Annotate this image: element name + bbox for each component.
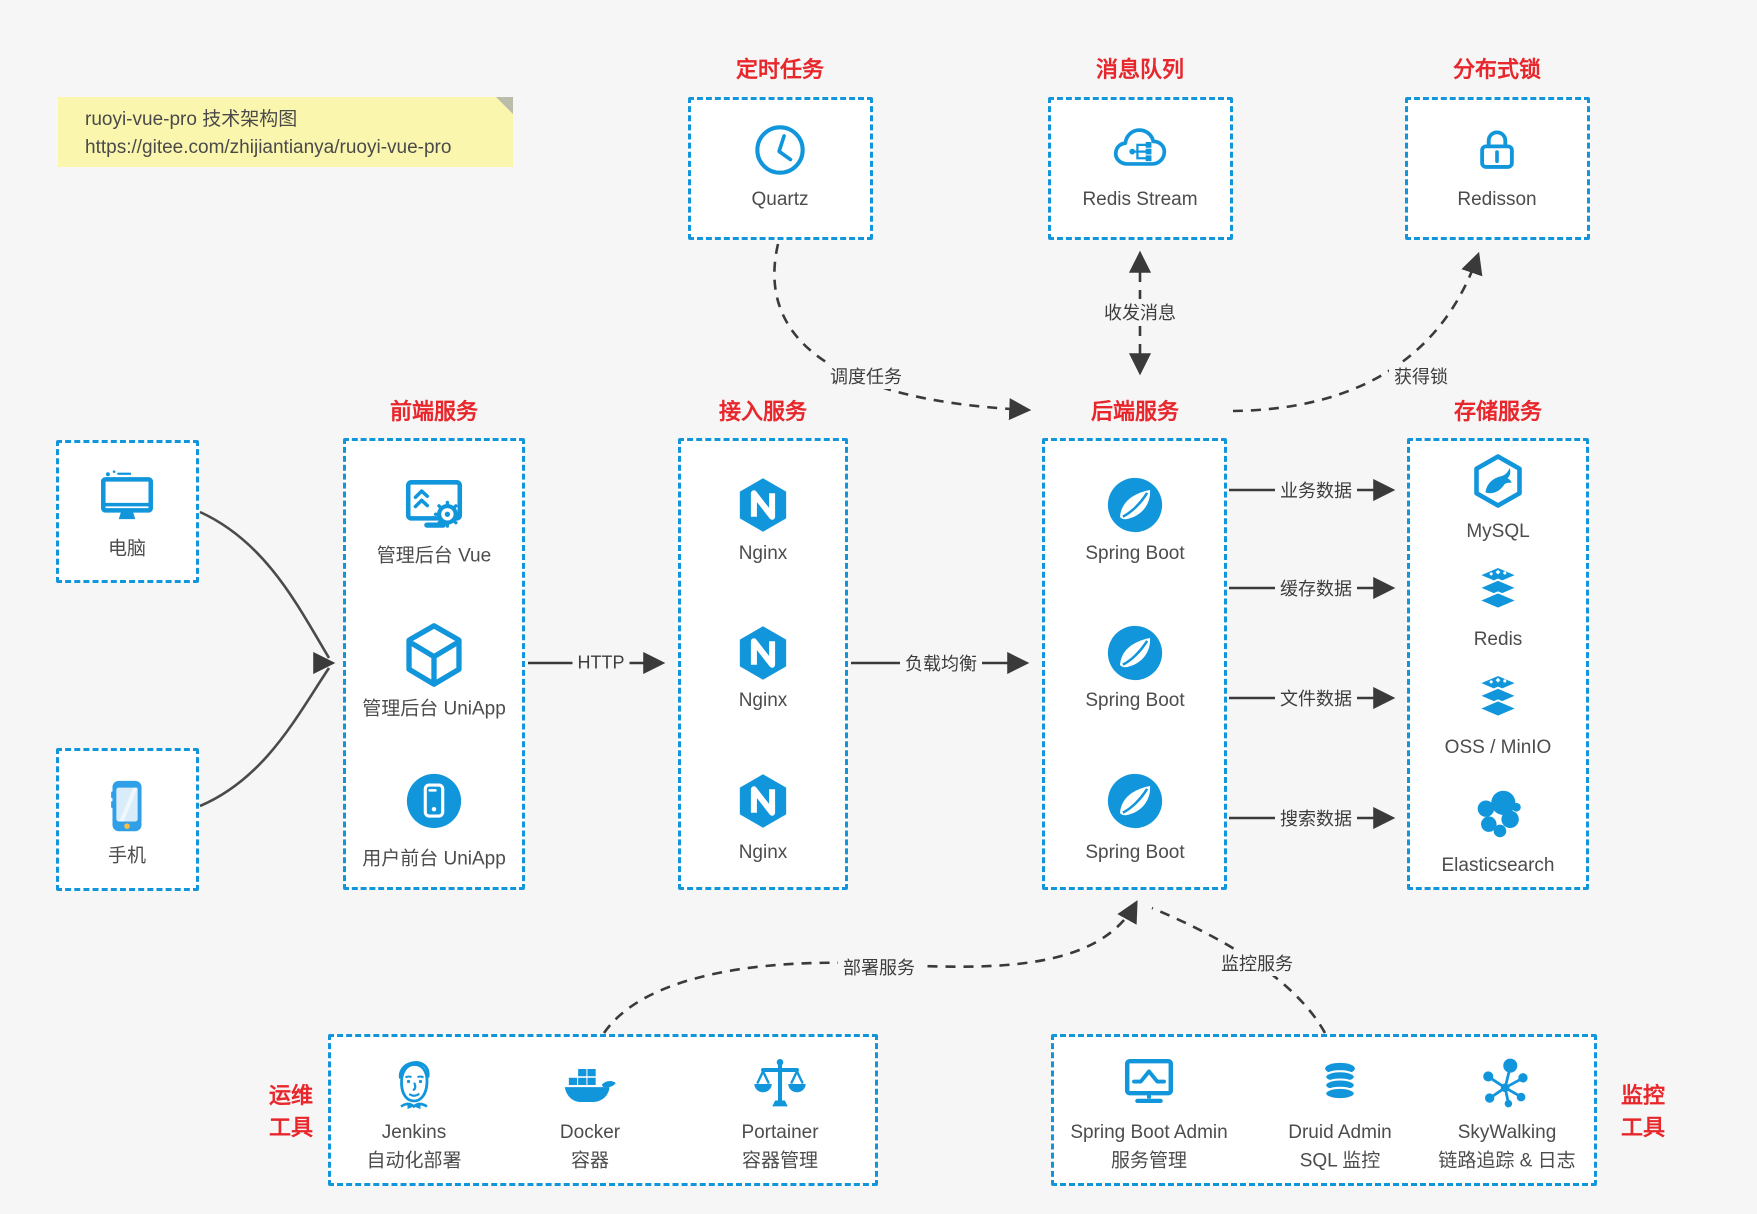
nginx-label: Nginx <box>738 543 788 564</box>
ops-title-line: 运维 <box>268 1083 314 1109</box>
elasticsearch-label: Elasticsearch <box>1441 855 1555 876</box>
monitor-title-line: 监控 <box>1620 1083 1666 1109</box>
docker-whale-icon <box>557 1052 623 1118</box>
edge-label-file-data: 文件数据 <box>1275 685 1357 711</box>
nginx-label: Nginx <box>738 842 788 863</box>
redis-stream-label: Redis Stream <box>1082 189 1198 210</box>
topology-icon <box>1477 1053 1537 1113</box>
spring-icon <box>1104 622 1166 684</box>
smartphone-icon <box>96 775 158 837</box>
title-frontend-services: 前端服务 <box>389 399 479 424</box>
title-storage-services: 存储服务 <box>1453 399 1543 424</box>
docker-desc: 容器 <box>570 1150 610 1172</box>
spring-icon <box>1104 770 1166 832</box>
edge-pc-to-frontend <box>199 510 331 659</box>
frontend-item-label: 管理后台 Vue <box>376 545 492 567</box>
title-backend-services: 后端服务 <box>1090 399 1180 424</box>
storage-box <box>1407 438 1589 890</box>
note-url: https://gitee.com/zhijiantianya/ruoyi-vu… <box>85 136 452 158</box>
mysql-icon <box>1466 451 1530 515</box>
spring-boot-label: Spring Boot <box>1085 690 1185 711</box>
phone-label: 手机 <box>107 845 147 867</box>
monitor-title-line: 工具 <box>1620 1115 1666 1140</box>
spring-icon <box>1104 474 1166 536</box>
uniapp-cube-icon <box>400 621 468 689</box>
pc-label: 电脑 <box>107 538 147 560</box>
quartz-box <box>688 97 873 240</box>
elasticsearch-icon <box>1467 783 1529 845</box>
spring-boot-label: Spring Boot <box>1085 842 1185 863</box>
edge-label-search-data: 搜索数据 <box>1275 805 1357 831</box>
jenkins-icon <box>382 1053 446 1117</box>
edge-acquire-lock <box>1232 251 1483 413</box>
desktop-icon <box>94 466 160 532</box>
nginx-icon <box>733 623 793 683</box>
database-icon <box>1312 1055 1368 1111</box>
quartz-label: Quartz <box>751 189 809 210</box>
ops-title-line: 工具 <box>268 1115 314 1140</box>
edge-label-http: HTTP <box>572 652 630 674</box>
mobile-app-icon <box>403 770 465 832</box>
title-distributed-lock: 分布式锁 <box>1452 57 1542 82</box>
skywalking-desc: 链路追踪 & 日志 <box>1438 1150 1576 1172</box>
edge-label-deploy-service: 部署服务 <box>838 954 920 980</box>
title-scheduled-tasks: 定时任务 <box>735 57 825 82</box>
redis-stream-box <box>1048 97 1233 240</box>
admin-vue-icon <box>401 472 467 538</box>
edge-phone-to-frontend <box>199 667 331 808</box>
nginx-icon <box>733 771 793 831</box>
mysql-label: MySQL <box>1466 521 1530 542</box>
edge-label-send-receive-message: 收发消息 <box>1099 299 1181 325</box>
note-fold-corner <box>496 97 513 114</box>
druid-name: Druid Admin <box>1288 1122 1392 1143</box>
storage-stack-icon <box>1469 670 1527 728</box>
skywalking-name: SkyWalking <box>1457 1122 1557 1143</box>
edge-label-cache-data: 缓存数据 <box>1275 575 1357 601</box>
title-ops-tools: 运维 工具 <box>269 1080 313 1144</box>
monitor-chart-icon <box>1118 1052 1180 1114</box>
jenkins-name: Jenkins <box>381 1122 447 1143</box>
frontend-item-label: 用户前台 UniApp <box>362 848 506 870</box>
title-message-queue: 消息队列 <box>1095 57 1185 82</box>
sticky-note: ruoyi-vue-pro 技术架构图 https://gitee.com/zh… <box>58 97 513 167</box>
lock-icon <box>1469 121 1525 177</box>
clock-icon <box>751 121 809 179</box>
title-monitor-tools: 监控 工具 <box>1621 1080 1665 1144</box>
edge-label-monitor-service: 监控服务 <box>1216 950 1298 976</box>
note-title: ruoyi-vue-pro 技术架构图 <box>85 109 298 130</box>
title-gateway-services: 接入服务 <box>718 399 808 424</box>
druid-desc: SQL 监控 <box>1299 1150 1381 1172</box>
sba-name: Spring Boot Admin <box>1070 1122 1228 1143</box>
redisson-label: Redisson <box>1457 189 1537 210</box>
nginx-icon <box>733 475 793 535</box>
portainer-name: Portainer <box>741 1122 819 1143</box>
oss-minio-label: OSS / MinIO <box>1444 737 1552 758</box>
ops-tools-box <box>328 1034 878 1186</box>
edge-label-load-balance: 负载均衡 <box>900 650 982 676</box>
spring-boot-label: Spring Boot <box>1085 543 1185 564</box>
frontend-item-label: 管理后台 UniApp <box>362 698 506 720</box>
sba-desc: 服务管理 <box>1110 1150 1188 1172</box>
edge-schedule-task <box>773 243 1032 421</box>
jenkins-desc: 自动化部署 <box>366 1150 462 1172</box>
nginx-label: Nginx <box>738 690 788 711</box>
portainer-desc: 容器管理 <box>741 1150 819 1172</box>
redis-stack-icon <box>1469 562 1527 620</box>
cloud-message-icon <box>1107 116 1173 182</box>
edge-label-business-data: 业务数据 <box>1275 477 1357 503</box>
edge-label-acquire-lock: 获得锁 <box>1389 363 1453 389</box>
edge-label-schedule-task: 调度任务 <box>825 363 907 389</box>
scales-icon <box>749 1054 811 1116</box>
redis-label: Redis <box>1473 629 1523 650</box>
docker-name: Docker <box>559 1122 621 1143</box>
